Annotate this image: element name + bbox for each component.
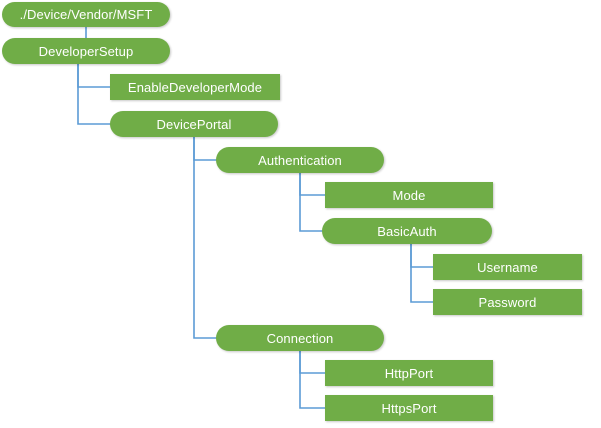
connector-authentication-to-mode	[299, 172, 326, 196]
node-label: HttpPort	[384, 365, 434, 381]
node-enabledevelopermode[interactable]: EnableDeveloperMode	[110, 74, 280, 100]
connector-connection-to-httpsport	[299, 350, 326, 409]
connector-basicauth-to-username	[410, 243, 434, 268]
node-authentication[interactable]: Authentication	[216, 147, 384, 173]
connector-deviceportal-to-authentication	[193, 136, 217, 161]
connector-connection-to-httpport	[299, 350, 326, 374]
node-label: BasicAuth	[377, 223, 437, 239]
node-label: DeveloperSetup	[38, 43, 134, 59]
connector-deviceportal-to-connection	[193, 136, 217, 339]
node-deviceportal[interactable]: DevicePortal	[110, 111, 278, 137]
node-httpport[interactable]: HttpPort	[325, 360, 493, 386]
node-mode[interactable]: Mode	[325, 182, 493, 208]
node-label: Authentication	[258, 152, 342, 168]
node-label: DevicePortal	[156, 116, 232, 132]
node-developersetup[interactable]: DeveloperSetup	[2, 38, 170, 64]
node-label: Connection	[266, 330, 334, 346]
node-label: EnableDeveloperMode	[127, 79, 263, 95]
node-httpsport[interactable]: HttpsPort	[325, 395, 493, 421]
node-connection[interactable]: Connection	[216, 325, 384, 351]
node-root[interactable]: ./Device/Vendor/MSFT	[2, 2, 170, 27]
node-password[interactable]: Password	[433, 289, 582, 315]
node-label: Password	[478, 294, 537, 310]
node-label: Mode	[392, 187, 426, 203]
connector-developersetup-to-enabledevelopermode	[77, 63, 111, 88]
connector-developersetup-to-deviceportal	[77, 63, 111, 125]
connector-basicauth-to-password	[410, 243, 434, 303]
node-username[interactable]: Username	[433, 254, 582, 280]
node-label: HttpsPort	[381, 400, 437, 416]
node-basicauth[interactable]: BasicAuth	[322, 218, 492, 244]
node-label: Username	[477, 259, 538, 275]
node-label: ./Device/Vendor/MSFT	[19, 7, 153, 22]
connector-authentication-to-basicauth	[299, 172, 323, 232]
